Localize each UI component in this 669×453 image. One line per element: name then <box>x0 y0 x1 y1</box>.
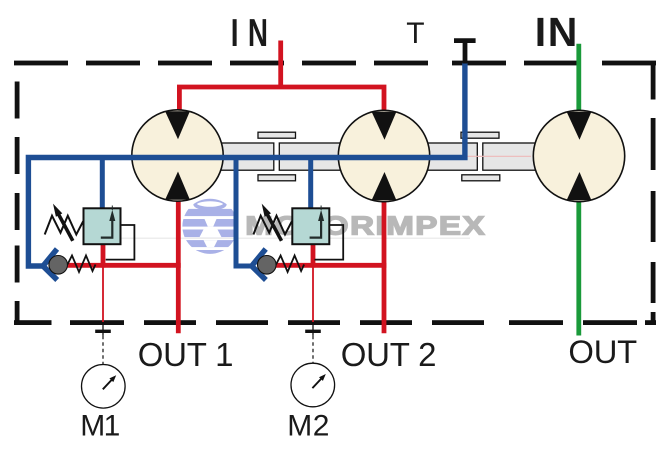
svg-text:OUT: OUT <box>568 333 637 370</box>
svg-text:IN: IN <box>535 9 579 55</box>
svg-text:IN: IN <box>231 12 278 56</box>
svg-text:OUT 1: OUT 1 <box>138 336 234 373</box>
svg-text:M1: M1 <box>80 409 119 442</box>
svg-text:T: T <box>406 17 424 50</box>
svg-text:OUT 2: OUT 2 <box>341 336 437 373</box>
svg-text:M2: M2 <box>287 409 330 442</box>
